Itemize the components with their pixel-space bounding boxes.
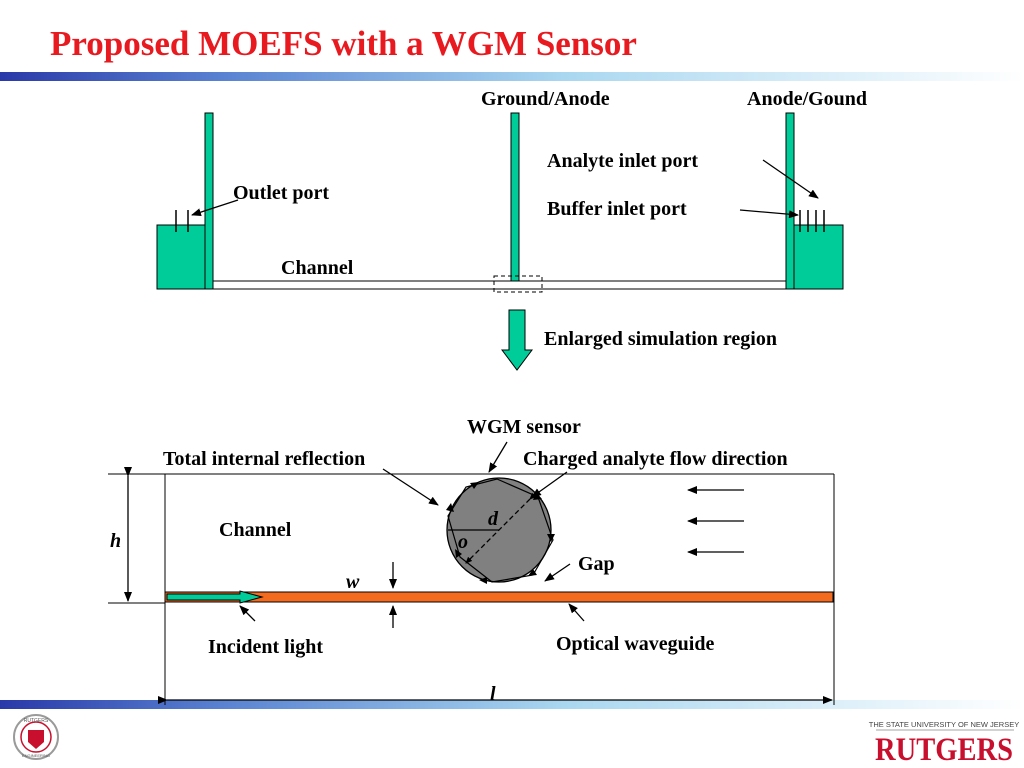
- left-electrode: [204, 112, 214, 290]
- wgm-sensor-label: WGM sensor: [467, 416, 581, 438]
- analyte-inlet-label: Analyte inlet port: [547, 150, 699, 172]
- svg-text:RUTGERS: RUTGERS: [875, 732, 1013, 768]
- enlarged-region-label: Enlarged simulation region: [544, 328, 777, 350]
- bottom-gradient-bar: [0, 700, 1024, 709]
- top-gradient-bar: [0, 72, 1024, 81]
- rutgers-engineering-seal: RUTGERS ENGINEERING: [13, 714, 59, 760]
- flow-direction-label: Charged analyte flow direction: [523, 448, 788, 470]
- svg-text:ENGINEERING: ENGINEERING: [22, 753, 50, 758]
- top-channel-label: Channel: [281, 257, 354, 279]
- right-reservoir: [789, 224, 844, 290]
- anode-ground-label: Anode/Gound: [747, 88, 868, 110]
- rutgers-logo: THE STATE UNIVERSITY OF NEW JERSEY RUTGE…: [869, 720, 1019, 768]
- tir-path: [447, 478, 554, 583]
- bottom-simulation-diagram: [108, 441, 835, 705]
- svg-text:RUTGERS: RUTGERS: [24, 718, 49, 724]
- height-label: h: [110, 530, 122, 552]
- enlarge-arrow: [501, 309, 533, 371]
- ground-anode-label: Ground/Anode: [481, 88, 610, 110]
- right-electrode: [785, 112, 795, 290]
- slide-title: Proposed MOEFS with a WGM Sensor: [50, 24, 637, 63]
- diameter-label: d: [488, 508, 498, 530]
- middle-electrode: [510, 112, 520, 282]
- tir-label: Total internal reflection: [163, 448, 366, 470]
- center-label: o: [458, 531, 468, 553]
- length-label: l: [490, 683, 496, 705]
- optical-waveguide: [164, 591, 834, 603]
- incident-light-arrow: [166, 590, 264, 604]
- outlet-port-label: Outlet port: [233, 182, 330, 204]
- simulation-region-box: [493, 275, 543, 293]
- left-reservoir: [156, 224, 213, 290]
- width-label: w: [346, 571, 360, 593]
- optical-waveguide-label: Optical waveguide: [556, 633, 715, 655]
- buffer-inlet-label: Buffer inlet port: [547, 198, 687, 220]
- svg-text:THE STATE UNIVERSITY OF NEW JE: THE STATE UNIVERSITY OF NEW JERSEY: [869, 720, 1019, 729]
- top-channel: [211, 280, 791, 290]
- bottom-channel-label: Channel: [219, 519, 292, 541]
- incident-light-label: Incident light: [208, 636, 324, 658]
- top-microfluidic-diagram: [156, 112, 844, 371]
- gap-label: Gap: [578, 553, 615, 575]
